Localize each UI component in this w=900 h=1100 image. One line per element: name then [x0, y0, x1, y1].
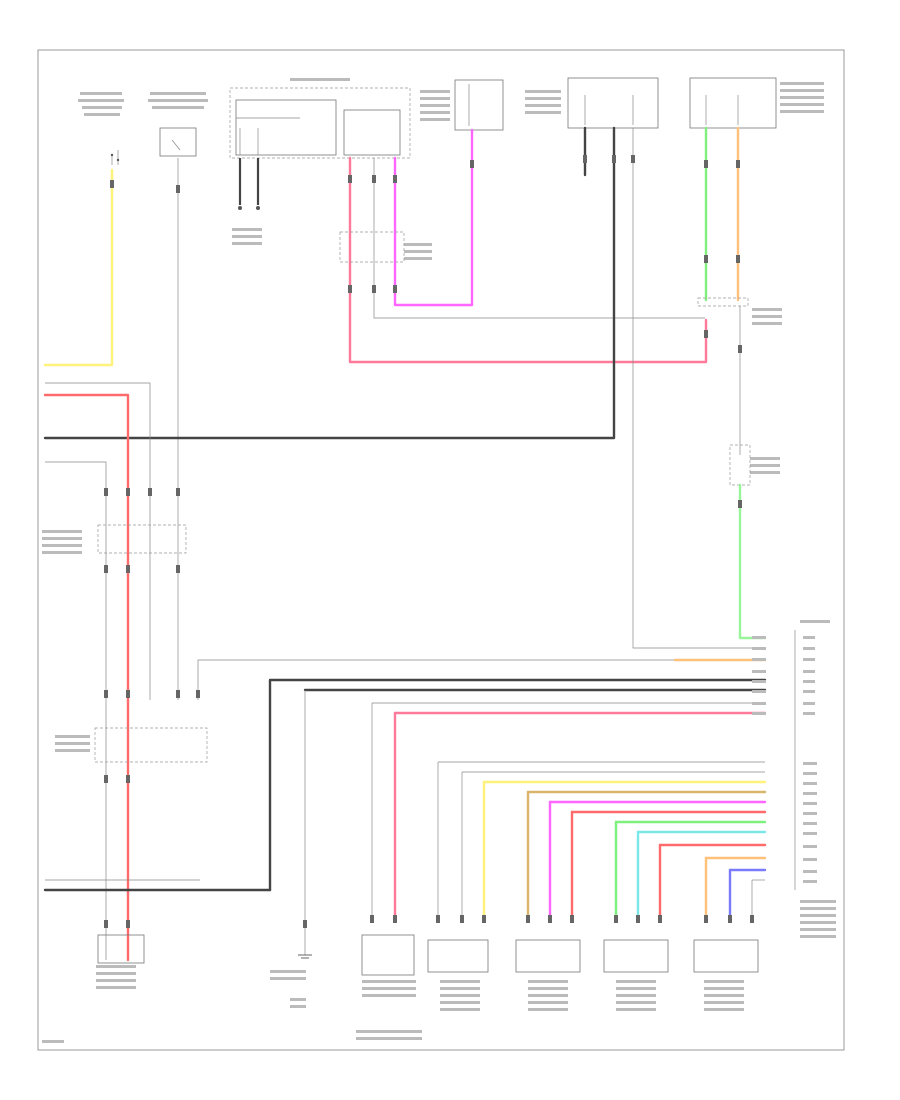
top-right-box-2 [689, 77, 777, 129]
diagram-frame [37, 49, 845, 1051]
bottom-components [97, 930, 759, 976]
wire-red-left [43, 393, 130, 962]
ecu-connector [752, 630, 817, 890]
junction-connector-1 [339, 231, 405, 263]
wire-pink-meter [348, 156, 708, 364]
wire-yellow-left [43, 168, 114, 367]
bottom-left-sensor [97, 934, 145, 964]
wire-gray-meter [373, 158, 705, 319]
wires [43, 126, 767, 962]
top-components [42, 77, 836, 1043]
wire-green-right [738, 483, 767, 640]
junction-connector-3 [97, 524, 187, 554]
sensor-1 [427, 939, 489, 973]
wire-black-mid [268, 678, 767, 892]
sensor-2 [515, 939, 581, 973]
junction-connector-4 [94, 727, 208, 763]
bottom-switch [361, 934, 415, 976]
top-left-switch [110, 150, 120, 165]
wire-gray-right [632, 128, 765, 649]
label-blocks [42, 78, 836, 1043]
wire-magenta-meter [393, 128, 474, 307]
top-sensor-box [159, 127, 197, 157]
junction-connector-2 [697, 297, 749, 307]
top-middle-box [454, 79, 504, 131]
sensor-3 [603, 939, 669, 973]
combination-meter [229, 87, 411, 210]
wire-black-long [43, 126, 616, 440]
connector-pins [104, 155, 754, 928]
sensor-4 [693, 939, 759, 973]
top-right-box-1 [567, 77, 659, 129]
ground-symbol [298, 930, 312, 959]
